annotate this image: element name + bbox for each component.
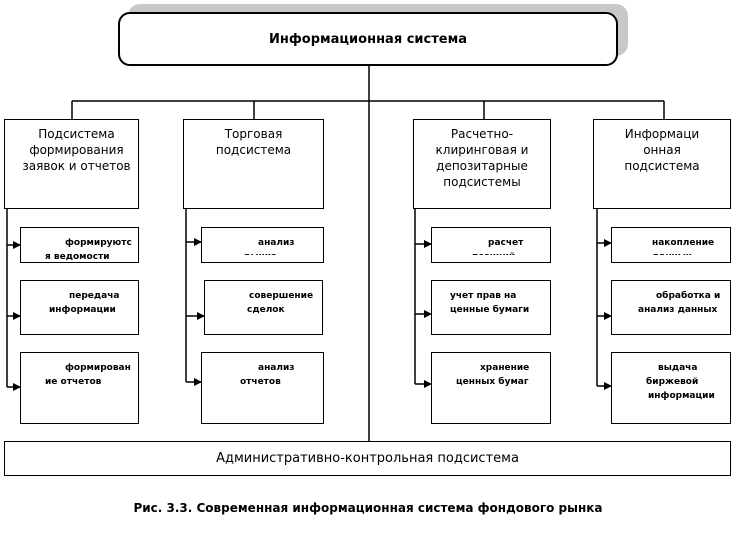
child-report-analysis: анализ отчетов [201, 352, 324, 424]
admin-label: Административно-контрольная подсистема [216, 451, 519, 466]
child-label-line: формируютс [65, 238, 132, 248]
child-label-line: ценные бумаги [450, 305, 530, 315]
child-label-line: учет прав на [450, 291, 517, 301]
child-label-line: позиций [472, 250, 550, 255]
child-label-line: я ведомости [45, 252, 110, 262]
subsystem-label-line: депозитарные [436, 159, 528, 173]
child-report-generation: формирован ие отчетов [20, 352, 139, 424]
child-trade-execution: совершение сделок [204, 280, 323, 335]
subsystem-information: Информаци онная подсистема [593, 119, 731, 209]
child-data-accumulation: накопление данных [611, 227, 731, 263]
child-label-line: информации [49, 305, 116, 315]
child-label-line: формирован [65, 363, 131, 373]
child-label-line: сделок [247, 305, 285, 315]
subsystem-trading: Торговая подсистема [183, 119, 324, 209]
child-label-line: анализ [258, 238, 295, 248]
child-label-line: биржевой [646, 377, 699, 387]
child-label-line: совершение [249, 291, 314, 301]
child-label-line: анализ данных [638, 305, 718, 315]
subsystem-label-line: заявок и отчетов [22, 159, 131, 173]
root-node: Информационная система [118, 12, 618, 66]
child-label-line: отчетов [240, 377, 281, 387]
subsystem-clearing-depository: Расчетно- клиринговая и депозитарные под… [413, 119, 551, 209]
subsystem-label-line: Информаци [624, 127, 700, 141]
subsystem-label-line: онная [643, 143, 681, 157]
child-securities-custody: хранение ценных бумаг [431, 352, 551, 424]
child-label-line: передача [69, 291, 120, 301]
child-label-line: информации [648, 391, 715, 401]
child-label-line: анализ [258, 363, 295, 373]
child-label-line: рынка [244, 250, 323, 255]
subsystem-label-line: подсистемы [443, 175, 521, 189]
subsystem-label-line: подсистема [215, 143, 292, 157]
child-securities-rights: учет прав на ценные бумаги [431, 280, 551, 335]
subsystem-orders-reports: Подсистема формирования заявок и отчетов [4, 119, 139, 209]
child-label-line: данных [652, 250, 730, 255]
subsystem-label-line: Подсистема [38, 127, 115, 141]
child-market-analysis: анализ рынка [201, 227, 324, 263]
admin-control-subsystem: Административно-контрольная подсистема [4, 441, 731, 476]
child-position-calculation: расчет позиций [431, 227, 551, 263]
child-label-line: обработка и [656, 291, 721, 301]
subsystem-label-line: клиринговая и [435, 143, 529, 157]
child-label-line: расчет [488, 238, 524, 248]
child-label-line: выдача [658, 363, 698, 373]
child-label-line: хранение [480, 363, 530, 373]
subsystem-label-line: Торговая [224, 127, 283, 141]
child-label-line: ценных бумаг [456, 377, 529, 387]
subsystem-label-line: формирования [29, 143, 124, 157]
child-label-line: накопление [652, 238, 715, 248]
child-statements: формируютс я ведомости [20, 227, 139, 263]
child-data-analysis: обработка и анализ данных [611, 280, 731, 335]
figure-caption: Рис. 3.3. Современная информационная сис… [133, 501, 603, 515]
root-label: Информационная система [269, 31, 467, 47]
subsystem-label-line: подсистема [624, 159, 700, 173]
subsystem-label-line: Расчетно- [450, 127, 514, 141]
child-exchange-info-output: выдача биржевой информации [611, 352, 731, 424]
child-information-transfer: передача информации [20, 280, 139, 335]
child-label-line: ие отчетов [45, 377, 102, 387]
